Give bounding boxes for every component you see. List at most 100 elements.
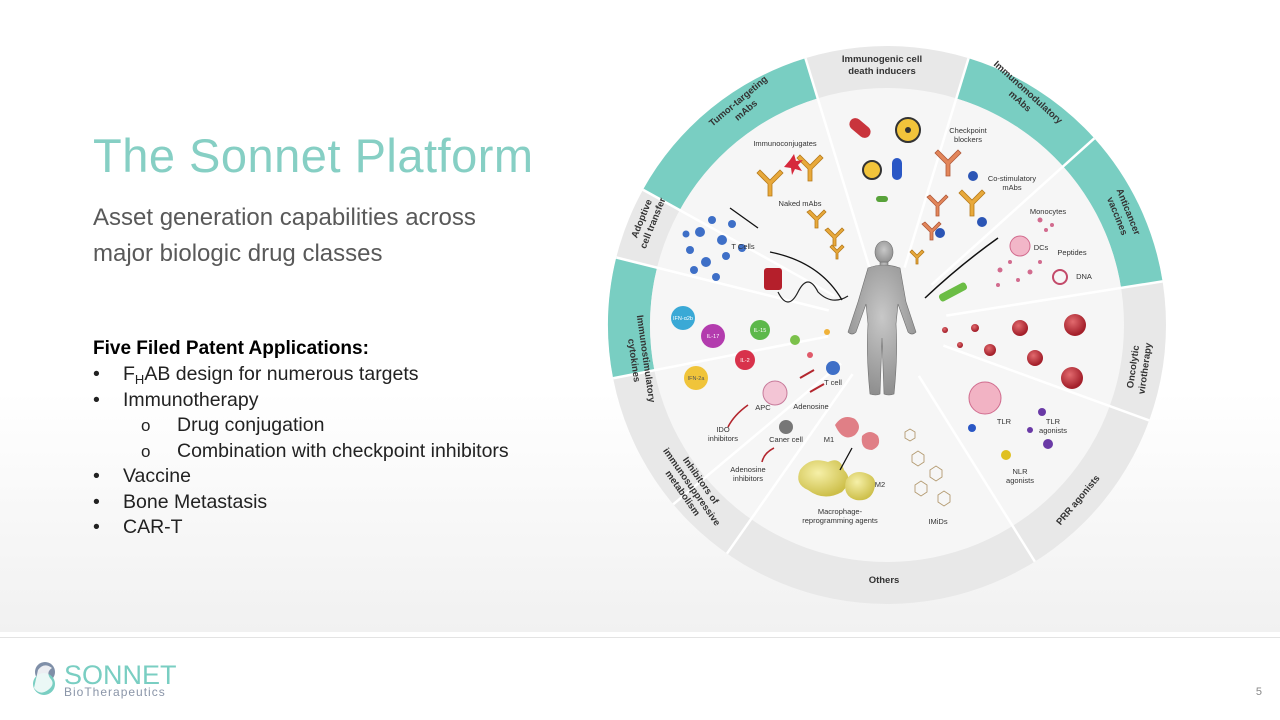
logo-wordmark: SONNET [64, 660, 177, 690]
subtitle-line-1: Asset generation capabilities across [93, 204, 476, 231]
conjugate-star-icon [784, 154, 803, 175]
cytokine-ifn-a2b-sphere [671, 306, 695, 330]
receptor-icon [968, 171, 978, 181]
patent-item-text: F [123, 363, 135, 385]
cytokine-il15-sphere [750, 320, 770, 340]
label-adenosine: Adenosine [793, 402, 828, 411]
patent-subitem-drug-conjugation: o Drug conjugation [93, 413, 509, 439]
antibody-icon [829, 244, 845, 260]
segment-divider-line [804, 57, 871, 268]
label-imids: IMiDs [928, 517, 947, 526]
costim-antibody-icon [958, 189, 986, 217]
costim-antibody-icon [909, 249, 925, 265]
patent-item-fhab: •FHAB design for numerous targets [93, 362, 509, 388]
inhibition-line [799, 369, 825, 393]
checkpoint-antibody-icon [921, 221, 942, 241]
label-ido-inhibitors: inhibitors [708, 434, 738, 443]
label-tlr-agonists: TLR [1046, 417, 1061, 426]
patent-item-text: AB design for numerous targets [144, 363, 419, 385]
label-t-cell: T cell [824, 378, 842, 387]
imids-molecule-icon [904, 428, 951, 507]
patent-item-text: CAR-T [123, 516, 183, 538]
patent-item-immunotherapy: •Immunotherapy [93, 388, 509, 414]
tumor-cell-icon [1012, 320, 1028, 336]
patent-item-text: Immunotherapy [123, 388, 259, 411]
antibody-icon [824, 227, 845, 247]
patent-item-text: Bone Metastasis [123, 490, 268, 513]
label-t-cells: T Cells [731, 242, 754, 251]
arrow-tcell-return [769, 251, 843, 301]
label-checkpoint-blockers: blockers [954, 135, 982, 144]
patent-item-bone-metastasis: • Bone Metastasis [93, 490, 509, 516]
arrow-tcell [729, 207, 759, 229]
label-ido-inhibitors: IDO [716, 425, 730, 434]
bullet: • [93, 465, 100, 487]
segment-divider-line [930, 137, 1096, 286]
segment-divider-line [942, 344, 1150, 422]
label-tlr-agonists: agonists [1039, 426, 1067, 435]
segment-divider-line [672, 362, 842, 506]
label-dna: DNA [1076, 272, 1092, 281]
receptor-icon [935, 228, 945, 238]
slide-subtitle: Asset generation capabilities across maj… [93, 200, 593, 272]
label-naked-mabs: Naked mAbs [779, 199, 822, 208]
illustrations [671, 117, 1086, 507]
footer-divider [0, 637, 1280, 638]
label-checkpoint-blockers: Checkpoint [949, 126, 987, 135]
label-nlr-agonists: NLR [1012, 467, 1028, 476]
tumor-cell-icon [1064, 314, 1086, 336]
antibody-icon [796, 154, 824, 182]
arrow-m1 [839, 447, 853, 471]
teal-segment-cytokines [608, 257, 658, 379]
pill-icon [876, 196, 888, 202]
subtitle-line-2: major biologic drug classes [93, 240, 383, 267]
patent-subitem-text: Drug conjugation [177, 414, 325, 436]
patents-heading: Five Filed Patent Applications: [93, 338, 369, 359]
checkpoint-antibody-icon [926, 194, 949, 217]
bullet: • [93, 490, 100, 513]
ido-inhibition-line [727, 404, 749, 428]
teal-segment-anticancer-vaccines [1063, 138, 1163, 288]
sub-bullet: o [141, 416, 151, 435]
arrow-vaccine [924, 237, 999, 299]
t-cell-icon [826, 361, 840, 375]
label-macrophage-agents: reprogramming agents [802, 516, 878, 525]
label-m1: M1 [824, 435, 834, 444]
label-dcs: DCs [1034, 243, 1049, 252]
label-il17: IL-17 [707, 334, 720, 340]
segment-label-icd: death inducers [848, 66, 916, 77]
page-number: 5 [1255, 686, 1262, 698]
segment-dividers [612, 57, 1163, 563]
tumor-cell-icon [1027, 350, 1043, 366]
patent-item-car-t: • CAR-T [93, 515, 509, 541]
logo-tagline: BioTherapeutics [64, 685, 166, 699]
dna-ring-icon [1052, 269, 1068, 285]
label-il2: IL-2 [740, 358, 749, 364]
tumor-cell-icon [1061, 367, 1083, 389]
label-immunoconjugates: Immunoconjugates [753, 139, 817, 148]
macrophage-m2-icon [845, 472, 876, 501]
human-figure-icon [847, 240, 917, 396]
teal-segment-immunomodulatory [956, 58, 1095, 167]
label-nlr-agonists: agonists [1006, 476, 1034, 485]
label-ifn-a2b: IFN-α2b [673, 316, 693, 322]
label-monocytes: Monocytes [1030, 207, 1067, 216]
bullet: • [93, 516, 100, 538]
syringe-icon [938, 282, 968, 302]
antibody-icon [806, 209, 827, 229]
cytokine-il17-sphere [701, 324, 725, 348]
sub-bullet: o [141, 441, 151, 461]
label-apc: APC [755, 403, 771, 412]
label-costimulatory-mabs: Co-stimulatory [988, 174, 1037, 183]
label-m2: M2 [875, 480, 885, 489]
sonnet-swirl-icon [33, 662, 55, 695]
cytokine-ifn2a-sphere [684, 366, 708, 390]
macrophage-m1-icon [835, 417, 859, 438]
bullet: • [93, 363, 100, 385]
macrophage-m2-icon [798, 460, 849, 497]
pill-icon [849, 118, 871, 138]
segment-label-icd: Immunogenic cell [842, 54, 922, 65]
patent-list: •FHAB design for numerous targets •Immun… [93, 362, 509, 541]
cytokine-il2-sphere [735, 350, 755, 370]
